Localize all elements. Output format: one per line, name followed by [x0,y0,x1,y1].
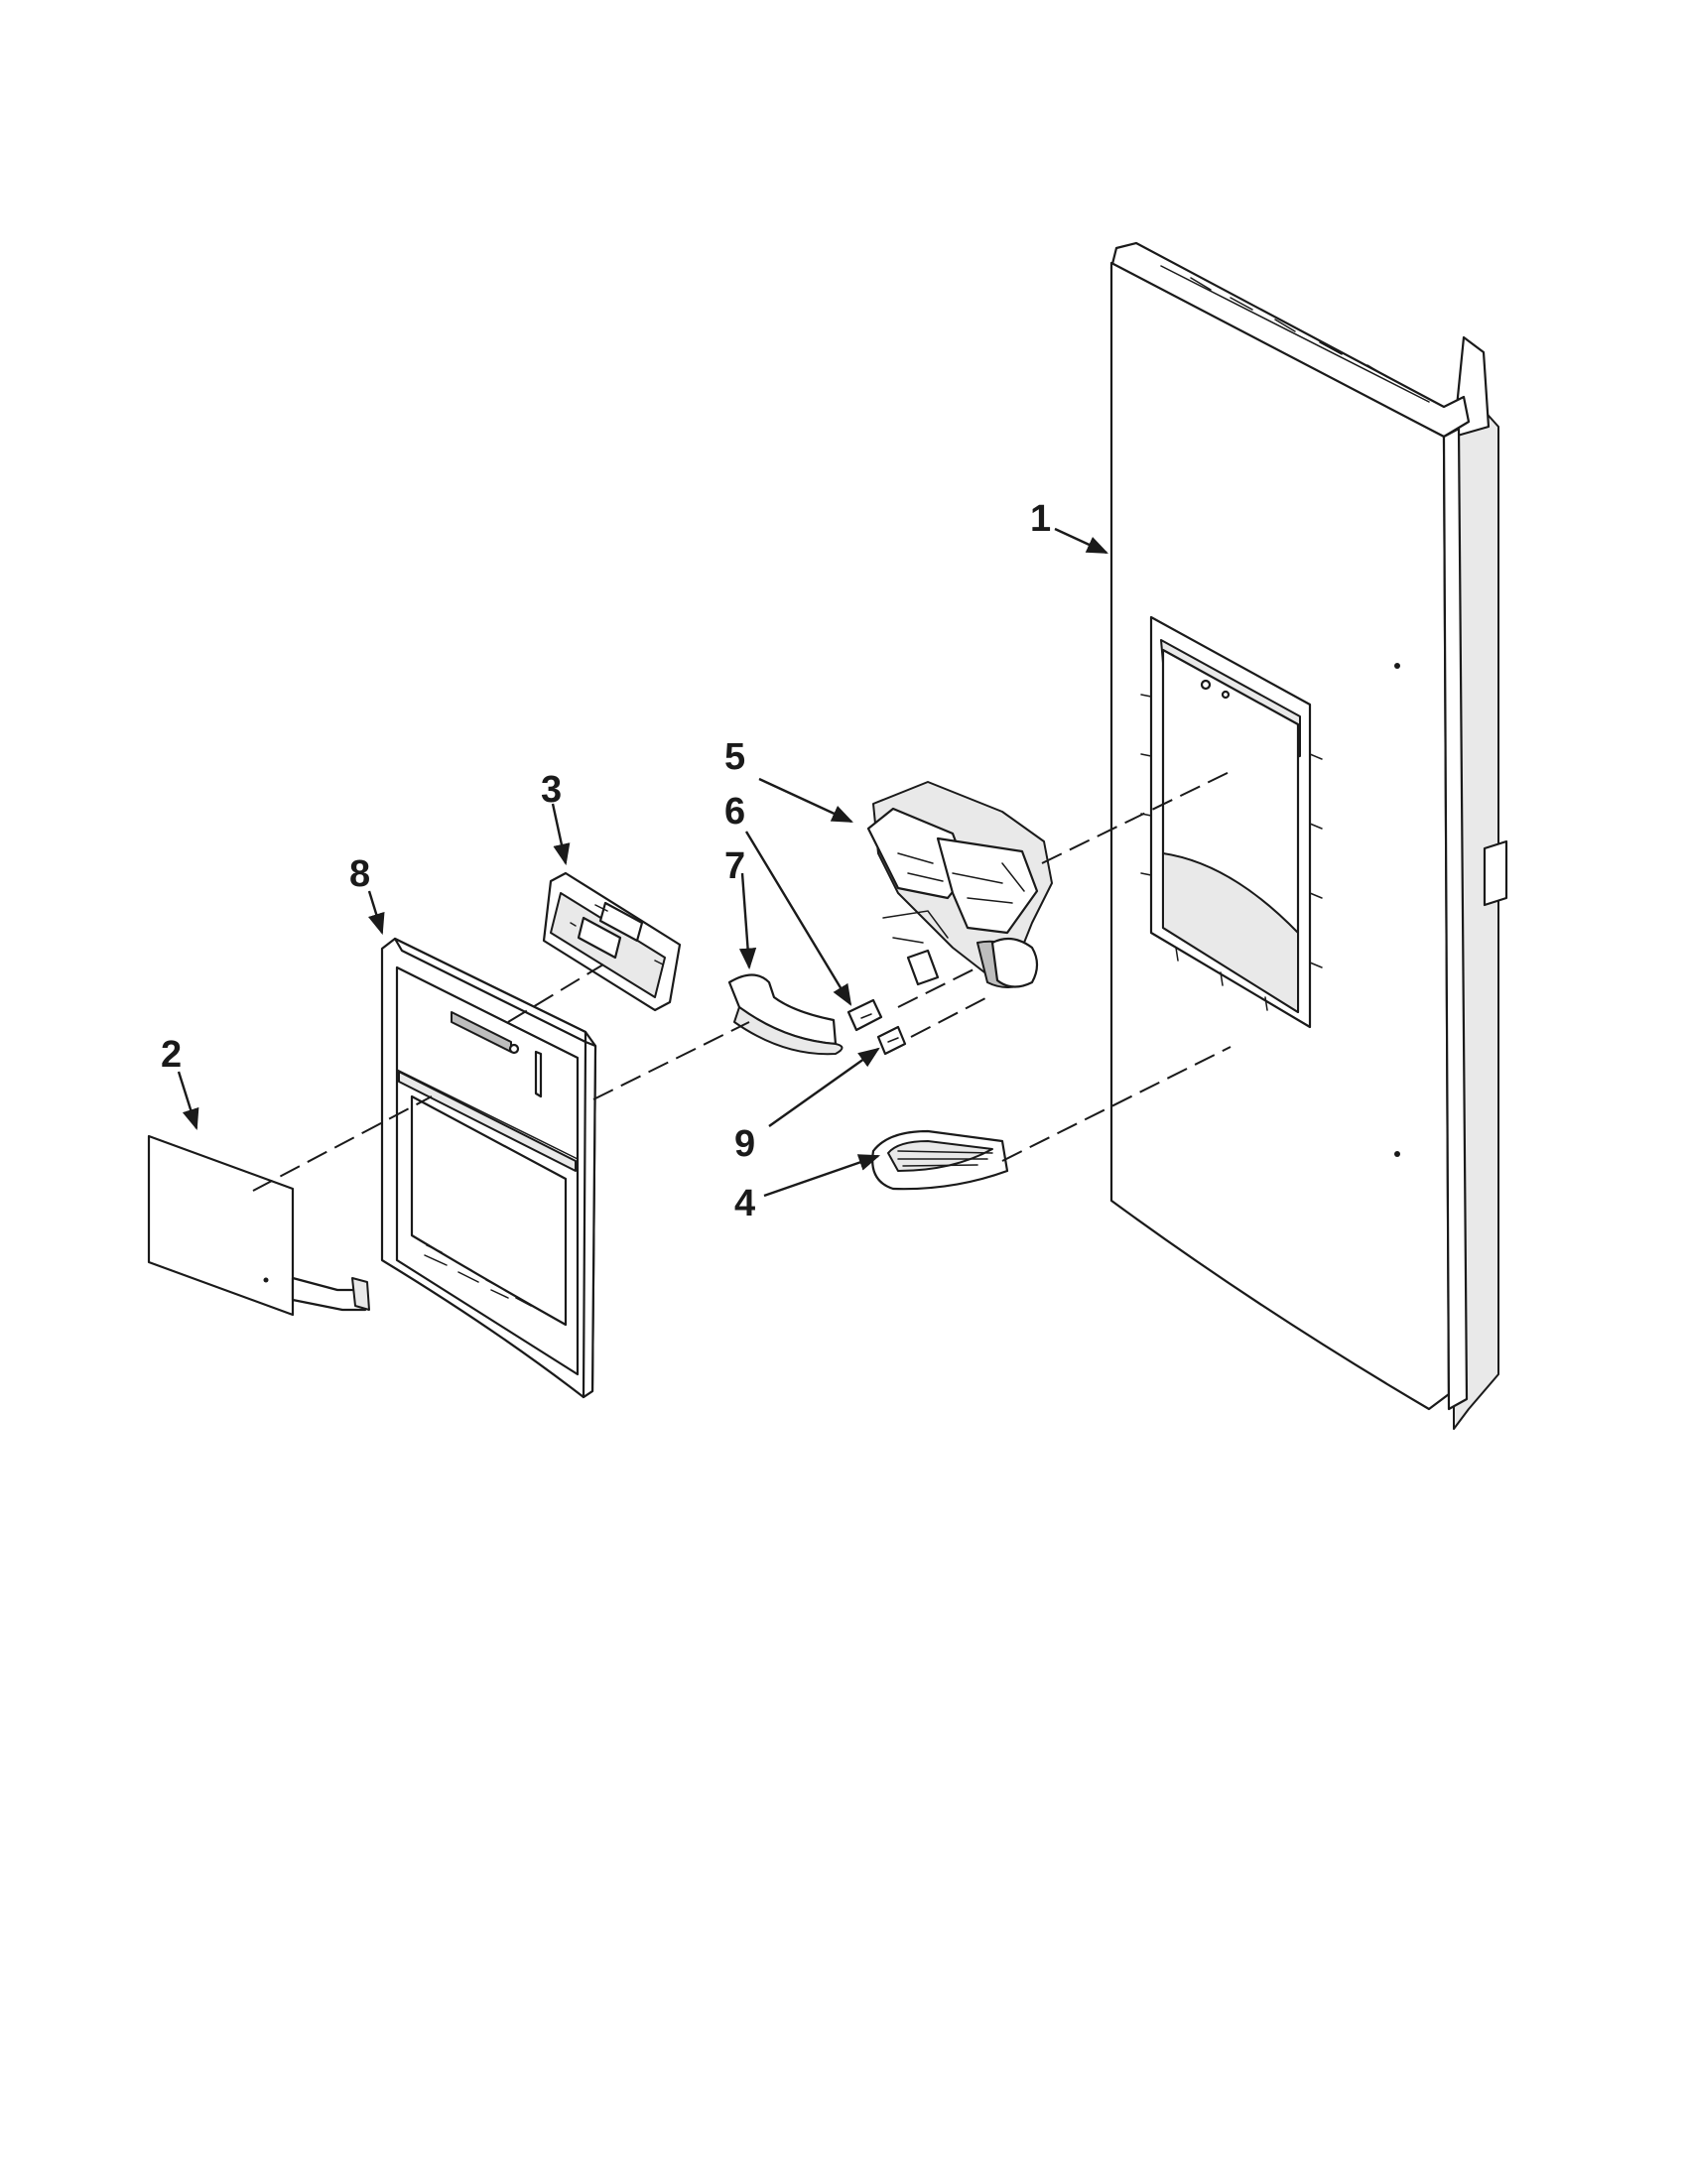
callout-4: 4 [734,1183,755,1224]
callout-5: 5 [724,736,745,778]
screw-9 [876,1025,907,1056]
door-panel [1109,241,1508,1430]
assembly-lines [252,768,1236,1192]
callout-8: 8 [349,853,370,895]
dispenser-opening [1140,615,1323,1029]
callout-6: 6 [724,791,745,833]
callout-3: 3 [541,769,562,811]
callout-labels: 1 2 3 4 5 6 7 8 9 [161,498,1051,1224]
control-board [542,871,682,1012]
drip-tray [871,1129,1009,1191]
dispenser-mechanism [866,781,1053,988]
callout-7: 7 [724,845,745,887]
leader-arrows [177,527,1108,1198]
callout-9: 9 [734,1123,755,1165]
callout-1: 1 [1030,498,1051,540]
display-card [147,1134,370,1317]
callout-2: 2 [161,1034,182,1076]
dispenser-facade [380,937,597,1399]
light-cover [727,973,844,1056]
screw-6 [846,998,883,1032]
